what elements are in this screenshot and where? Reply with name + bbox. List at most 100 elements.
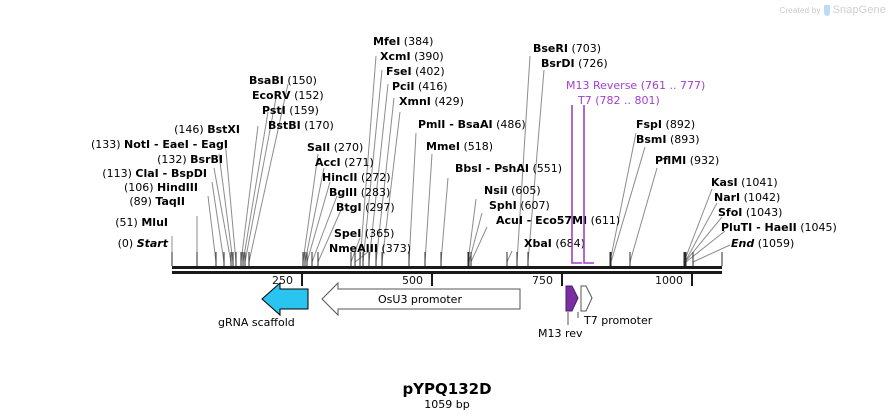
site-label-hindiii: (106) HindIII: [0, 182, 198, 193]
ruler-backbone-line: [172, 266, 722, 269]
site-name-taqii: TaqII: [155, 195, 185, 208]
site-pos-ecorv: (152): [294, 89, 324, 102]
site-name-bseri: BseRI: [533, 42, 568, 55]
site-label-pluti-haeii: PluTI - HaeII (1045): [721, 222, 837, 233]
site-pos-sfoi: (1043): [745, 206, 783, 219]
site-pos-hindiii: (106): [123, 181, 154, 194]
snapgene-watermark: Created by SnapGene: [779, 4, 886, 16]
site-label-spei: SpeI (365): [334, 228, 394, 239]
site-pos-nmeaiii: (373): [381, 242, 412, 255]
site-label-sali: SalI (270): [307, 142, 363, 153]
ruler-tick-750: 750: [532, 274, 553, 287]
ruler-tick-1000: 1000: [655, 274, 683, 287]
feature-arrow-grna-scaffold: [261, 281, 309, 317]
site-name-xcmi: XcmI: [380, 50, 411, 63]
site-name-xbai: XbaI: [524, 237, 552, 250]
site-name-hincii: HincII: [322, 171, 358, 184]
site-label-sfoi: SfoI (1043): [718, 207, 782, 218]
site-label-mfei: MfeI (384): [373, 36, 433, 47]
site-name-mfei: MfeI: [373, 35, 401, 48]
site-name-bglii: BglII: [329, 186, 358, 199]
site-label-acci: AccI (271): [315, 157, 374, 168]
site-label-fsei: FseI (402): [386, 66, 445, 77]
site-name-bsmi: BsmI: [636, 133, 667, 146]
site-name-noti-eaei-eagi: NotI - EaeI - EagI: [124, 138, 228, 151]
site-name-nsii: NsiI: [484, 184, 508, 197]
site-label-xbai: XbaI (684): [524, 238, 585, 249]
site-name-mmei: MmeI: [426, 140, 460, 153]
site-name-end: End: [731, 237, 755, 250]
site-pos-start: (0): [117, 237, 134, 250]
site-label-end: End (1059): [731, 238, 794, 249]
site-name-ecorv: EcoRV: [252, 89, 291, 102]
site-label-bsabi: BsaBI (150): [249, 75, 317, 86]
site-name-mlui: MluI: [141, 216, 168, 229]
site-name-bbsi-pshai: BbsI - PshAI: [455, 162, 529, 175]
site-pos-sphi: (607): [520, 199, 550, 212]
site-label-start: (0) Start: [0, 238, 168, 249]
feature-caption-t7-promoter: T7 promoter: [584, 314, 653, 327]
site-pos-clai-bspdi: (113): [102, 167, 132, 180]
site-name-pmli-bsaai: PmlI - BsaAI: [418, 118, 493, 131]
site-name-start: Start: [136, 237, 168, 250]
primer-label-m13-reverse: M13 Reverse (761 .. 777): [566, 80, 705, 91]
site-name-bsrbi: BsrBI: [190, 153, 223, 166]
site-label-kasi: KasI (1041): [711, 177, 778, 188]
site-name-sphi: SphI: [489, 199, 517, 212]
site-name-nmeaiii: NmeAIII: [329, 242, 378, 255]
site-label-xcmi: XcmI (390): [380, 51, 444, 62]
site-label-pcii: PciI (416): [392, 81, 448, 92]
site-pos-bsmi: (893): [670, 133, 700, 146]
site-pos-bsrdi: (726): [578, 57, 608, 70]
primer-name-m13-reverse: M13 Reverse: [566, 79, 638, 92]
site-pos-sali: (270): [333, 141, 364, 154]
site-label-pmli-bsaai: PmlI - BsaAI (486): [418, 119, 526, 130]
primer-range-t7: (782 .. 801): [595, 94, 660, 107]
site-pos-psti: (159): [289, 104, 319, 117]
site-name-acui-eco57mi: AcuI - Eco57MI: [496, 214, 588, 227]
site-label-sphi: SphI (607): [489, 200, 550, 211]
site-label-xmni: XmnI (429): [399, 96, 464, 107]
watermark-brand-label: SnapGene: [832, 4, 886, 16]
site-name-sfoi: SfoI: [718, 206, 743, 219]
site-pos-end: (1059): [757, 237, 795, 250]
site-label-psti: PstI (159): [262, 105, 319, 116]
site-pos-pluti-haeii: (1045): [800, 221, 837, 234]
site-label-taqii: (89) TaqII: [0, 196, 185, 207]
feature-arrow-m13-rev: [565, 285, 579, 312]
site-name-fspi: FspI: [636, 118, 663, 131]
primer-range-m13-reverse: (761 .. 777): [640, 79, 706, 92]
ruler-tick-500: 500: [402, 274, 423, 287]
site-pos-pflmi: (932): [689, 154, 720, 167]
site-name-fsei: FseI: [386, 65, 412, 78]
site-pos-acci: (271): [344, 156, 374, 169]
site-label-ecorv: EcoRV (152): [252, 90, 324, 101]
watermark-created-label: Created by: [779, 5, 821, 15]
site-pos-fspi: (892): [665, 118, 696, 131]
site-pos-xbai: (684): [555, 237, 585, 250]
primer-label-t7: T7 (782 .. 801): [578, 95, 660, 106]
ruler-backbone-line-2: [172, 271, 722, 274]
site-pos-nsii: (605): [511, 184, 541, 197]
site-pos-hincii: (272): [361, 171, 391, 184]
site-name-btgi: BtgI: [336, 201, 362, 214]
site-label-hincii: HincII (272): [322, 172, 391, 183]
site-pos-spei: (365): [364, 227, 395, 240]
site-label-noti-eaei-eagi: (133) NotI - EaeI - EagI: [0, 139, 228, 150]
site-name-hindiii: HindIII: [157, 181, 198, 194]
site-pos-nari: (1042): [743, 191, 781, 204]
feature-caption-m13-rev: M13 rev: [538, 327, 583, 340]
site-label-nari: NarI (1042): [714, 192, 780, 203]
site-pos-bseri: (703): [571, 42, 602, 55]
snapgene-logo-icon: [823, 4, 830, 16]
site-pos-fsei: (402): [415, 65, 445, 78]
site-name-psti: PstI: [262, 104, 286, 117]
feature-caption-osu3-promoter: OsU3 promoter: [378, 293, 462, 306]
site-pos-bsrbi: (132): [157, 153, 187, 166]
plasmid-title: pYPQ132D: [402, 380, 492, 398]
site-pos-pcii: (416): [417, 80, 448, 93]
site-name-pflmi: PflMI: [655, 154, 687, 167]
site-label-mlui: (51) MluI: [0, 217, 168, 228]
site-pos-mfei: (384): [403, 35, 434, 48]
site-name-clai-bspdi: ClaI - BspDI: [135, 167, 207, 180]
